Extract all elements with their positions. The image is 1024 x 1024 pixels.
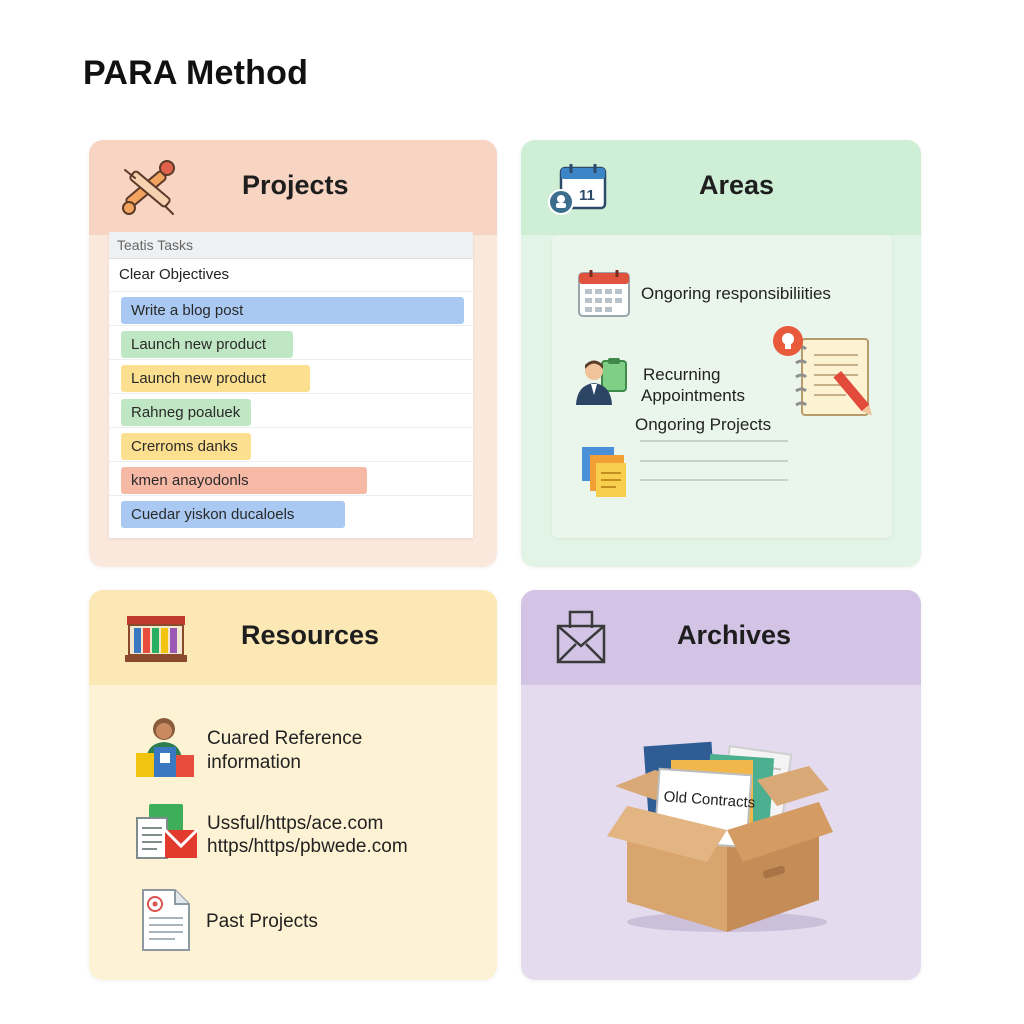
area-item-recurring: Recurning bbox=[643, 365, 721, 384]
area-item-ongoing-projects: Ongoring Projects bbox=[635, 415, 772, 434]
task-chip[interactable]: Launch new product bbox=[121, 331, 293, 358]
resource-link-1[interactable]: Ussful/https/ace.com bbox=[207, 813, 384, 834]
calendar-icon bbox=[578, 270, 630, 317]
task-panel-subheader: Clear Objectives bbox=[109, 259, 473, 292]
area-item-appointments: Appointments bbox=[641, 386, 745, 405]
task-panel-header: Teatis Tasks bbox=[109, 232, 473, 259]
sticky-notes-icon bbox=[582, 447, 626, 497]
areas-title: Areas bbox=[699, 170, 775, 200]
document-icon bbox=[142, 889, 190, 951]
resource-item-information: information bbox=[207, 752, 301, 773]
archives-card: Archives Old Contracts bbox=[521, 590, 921, 980]
areas-card: 11 Areas Ongoring responsibiliities bbox=[521, 140, 921, 567]
task-chip[interactable]: Crerroms danks bbox=[121, 433, 251, 460]
task-row: kmen anayodonls bbox=[109, 462, 473, 496]
projects-card: Projects Teatis Tasks Clear Objectives W… bbox=[89, 140, 497, 567]
resource-link-2[interactable]: https/https/pbwede.com bbox=[207, 836, 408, 857]
page-title: PARA Method bbox=[83, 54, 309, 92]
task-chip[interactable]: Write a blog post bbox=[121, 297, 464, 324]
task-row: Cuedar yiskon ducaloels bbox=[109, 496, 473, 529]
svg-text:11: 11 bbox=[579, 187, 595, 204]
notebook-pencil-icon bbox=[773, 326, 872, 416]
task-chip[interactable]: Cuedar yiskon ducaloels bbox=[121, 501, 345, 528]
resources-card: Resources Cuared Reference information U… bbox=[89, 590, 497, 980]
areas-panel: Ongoring responsibiliities Recurning App… bbox=[552, 235, 892, 538]
task-chip[interactable]: Launch new product bbox=[121, 365, 310, 392]
task-chip[interactable]: kmen anayodonls bbox=[121, 467, 367, 494]
box-label: Old Contracts bbox=[663, 788, 756, 811]
area-item-responsibilities: Ongoring responsibiliities bbox=[641, 284, 831, 303]
task-chip[interactable]: Rahneg poaluek bbox=[121, 399, 251, 426]
task-row: Write a blog post bbox=[109, 292, 473, 326]
resource-item-reference: Cuared Reference bbox=[207, 728, 363, 749]
projects-title: Projects bbox=[242, 170, 349, 200]
task-row: Launch new product bbox=[109, 326, 473, 360]
archive-box-icon: Old Contracts bbox=[607, 741, 833, 932]
divider bbox=[640, 460, 788, 462]
projects-task-panel: Teatis Tasks Clear Objectives Write a bl… bbox=[109, 232, 473, 538]
tools-icon bbox=[122, 160, 175, 215]
person-clipboard-icon bbox=[576, 358, 627, 405]
mail-documents-icon bbox=[136, 804, 199, 859]
divider bbox=[640, 440, 788, 442]
divider bbox=[640, 479, 788, 481]
person-books-icon bbox=[136, 718, 194, 777]
task-row: Launch new product bbox=[109, 360, 473, 394]
envelope-icon bbox=[556, 610, 606, 664]
library-icon bbox=[125, 616, 187, 662]
resource-item-past-projects: Past Projects bbox=[206, 911, 318, 932]
calendar-clock-icon: 11 bbox=[548, 164, 607, 215]
resources-title: Resources bbox=[241, 620, 380, 650]
archives-title: Archives bbox=[677, 620, 792, 650]
task-row: Rahneg poaluek bbox=[109, 394, 473, 428]
archives-header bbox=[521, 590, 921, 685]
task-row: Crerroms danks bbox=[109, 428, 473, 462]
